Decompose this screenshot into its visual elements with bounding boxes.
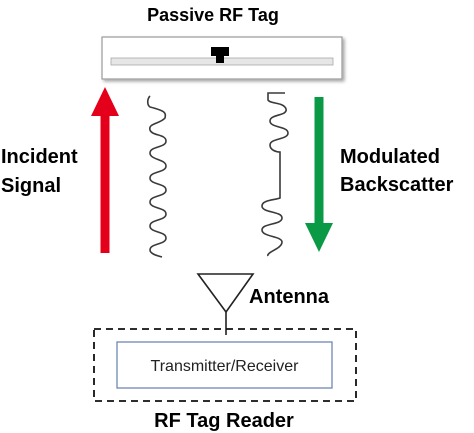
backscatter-label-line1: Modulated — [340, 146, 440, 168]
antenna-label: Antenna — [249, 286, 330, 308]
passive-rf-tag — [101, 36, 343, 80]
incident-arrow — [91, 87, 119, 253]
reader-title: RF Tag Reader — [154, 410, 294, 432]
tag-title: Passive RF Tag — [147, 5, 279, 25]
backscatter-label-line2: Backscatter — [340, 174, 454, 196]
incident-label-line1: Incident — [1, 146, 78, 168]
transmitter-receiver-label: Transmitter/Receiver — [151, 358, 300, 375]
incident-label-line2: Signal — [1, 175, 61, 197]
antenna-icon — [196, 273, 255, 335]
backscatter-arrow — [305, 97, 333, 252]
tag-chip-icon — [211, 47, 229, 63]
backscatter-wave — [261, 92, 289, 257]
incident-wave — [146, 95, 167, 258]
transmitter-receiver-box — [116, 341, 333, 389]
